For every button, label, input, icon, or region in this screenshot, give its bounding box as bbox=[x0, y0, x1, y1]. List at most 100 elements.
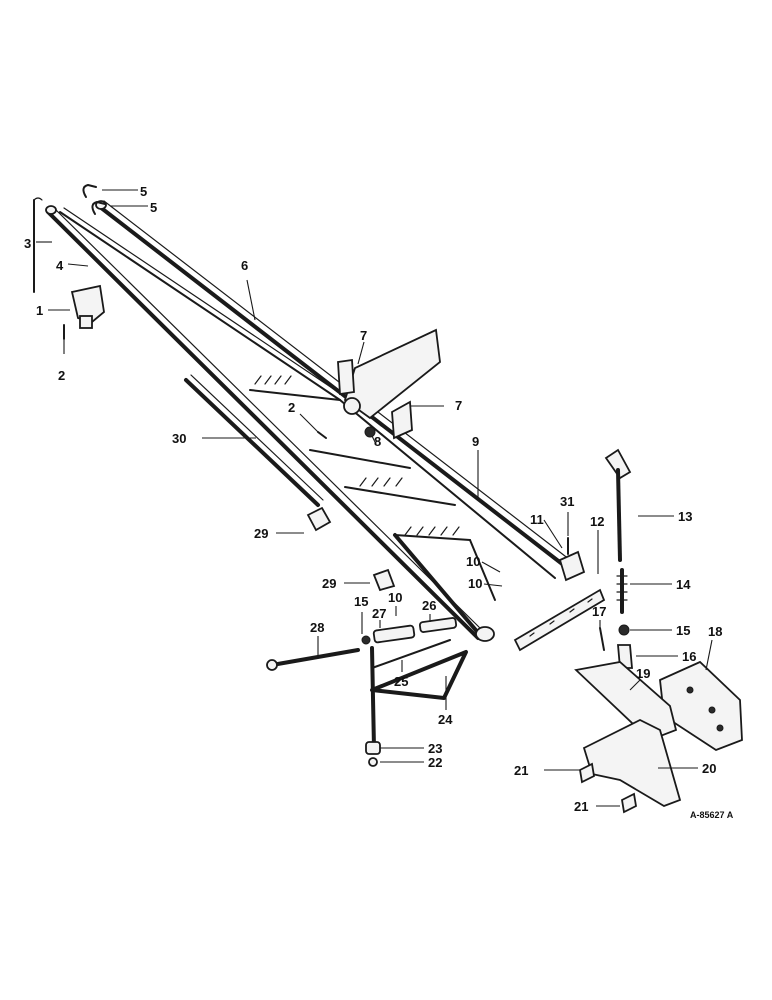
callout-5a: 5 bbox=[140, 184, 147, 199]
rear-components bbox=[513, 537, 606, 652]
clamp-29-lower bbox=[372, 568, 396, 592]
bracket-18-hole-1 bbox=[686, 686, 694, 694]
cross-member-1 bbox=[249, 389, 341, 401]
leader-7-upper bbox=[357, 341, 365, 365]
leader-19 bbox=[629, 679, 641, 691]
callout-28: 28 bbox=[310, 620, 324, 635]
stud-26 bbox=[418, 617, 458, 633]
handle-13 bbox=[604, 448, 632, 480]
plate-12-holes bbox=[529, 598, 593, 637]
bushing-23 bbox=[365, 741, 381, 755]
mounting-plate bbox=[343, 328, 441, 420]
callout-31: 31 bbox=[560, 494, 574, 509]
cross-member-hatch-2 bbox=[359, 477, 403, 487]
threaded-stud-14-threads bbox=[616, 575, 628, 601]
nut-15-left bbox=[361, 635, 371, 645]
callout-19: 19 bbox=[636, 666, 650, 681]
callout-7-upper: 7 bbox=[360, 328, 367, 343]
bracket-7-upper bbox=[337, 358, 355, 396]
callout-4: 4 bbox=[56, 258, 64, 273]
upper-tube-edge bbox=[98, 205, 572, 572]
callout-20: 20 bbox=[702, 761, 716, 776]
leader-11 bbox=[543, 519, 563, 549]
leader-2-middle bbox=[299, 413, 319, 433]
cross-member-2 bbox=[309, 449, 411, 469]
callout-10-mid: 10 bbox=[468, 576, 482, 591]
link-25 bbox=[371, 639, 451, 669]
callout-1: 1 bbox=[36, 303, 43, 318]
lower-angle-bar bbox=[46, 210, 480, 640]
nut-15-right bbox=[618, 624, 630, 636]
long-link-30-edge bbox=[190, 374, 324, 501]
bracket-1-neck bbox=[79, 315, 93, 329]
callout-17: 17 bbox=[592, 604, 606, 619]
callouts: 5 5 3 4 1 2 6 7 7 2 8 9 30 29 29 31 11 1… bbox=[24, 184, 722, 814]
leader-4 bbox=[67, 263, 89, 267]
reference-code: A-85627 A bbox=[690, 810, 734, 820]
mounting-plate-assembly bbox=[337, 328, 441, 440]
rear-pivot-boss bbox=[475, 626, 495, 642]
cross-member-3 bbox=[344, 486, 456, 506]
mount-bracket-18 bbox=[659, 660, 743, 752]
long-rod-3-hook bbox=[33, 197, 43, 201]
lever-24-shaft bbox=[370, 646, 376, 750]
callout-21-upper: 21 bbox=[514, 763, 528, 778]
rear-triangle-leg bbox=[393, 533, 482, 637]
callout-30: 30 bbox=[172, 431, 186, 446]
bolt-21-upper bbox=[579, 762, 595, 784]
callout-10-lower: 10 bbox=[388, 590, 402, 605]
lever-24 bbox=[370, 650, 468, 700]
callout-22: 22 bbox=[428, 755, 442, 770]
clamp-29-upper bbox=[306, 506, 332, 532]
callout-5b: 5 bbox=[150, 200, 157, 215]
callout-16: 16 bbox=[682, 649, 696, 664]
callout-21-lower: 21 bbox=[574, 799, 588, 814]
callout-11: 11 bbox=[530, 512, 544, 527]
diagonal-brace-edge bbox=[63, 207, 345, 397]
bracket-1 bbox=[70, 284, 105, 323]
cross-member-4 bbox=[394, 534, 471, 541]
callout-24: 24 bbox=[438, 712, 453, 727]
callout-15-left: 15 bbox=[354, 594, 368, 609]
callout-3: 3 bbox=[24, 236, 31, 251]
bolt-21-lower bbox=[621, 792, 637, 814]
plate-12 bbox=[513, 588, 606, 652]
callout-6: 6 bbox=[241, 258, 248, 273]
bolt-8 bbox=[364, 426, 376, 438]
callout-2-middle: 2 bbox=[288, 400, 295, 415]
hook-5-b bbox=[91, 201, 106, 215]
bracket-7-lower bbox=[391, 400, 413, 440]
rod-28-eye bbox=[266, 659, 278, 671]
rear-vertical-brace bbox=[469, 539, 496, 601]
lower-linkage bbox=[266, 617, 468, 767]
main-frame bbox=[45, 200, 575, 642]
callout-7-lower: 7 bbox=[455, 398, 462, 413]
callout-29-lower: 29 bbox=[322, 576, 336, 591]
washer-22 bbox=[368, 757, 378, 767]
link-and-clamps bbox=[184, 374, 396, 592]
callout-9: 9 bbox=[472, 434, 479, 449]
lower-angle-flange bbox=[53, 207, 485, 633]
hook-5-a bbox=[82, 184, 97, 198]
leader-6 bbox=[246, 279, 256, 321]
inner-rail bbox=[339, 399, 556, 579]
rod-28 bbox=[270, 648, 360, 667]
cross-member-hatch-3 bbox=[404, 526, 460, 536]
leader-lines bbox=[36, 189, 713, 807]
block-31 bbox=[558, 550, 586, 582]
pivot-hub bbox=[343, 397, 361, 415]
base-casting-20 bbox=[582, 718, 682, 807]
adjustment-assembly bbox=[574, 448, 743, 814]
callout-12: 12 bbox=[590, 514, 604, 529]
callout-26: 26 bbox=[422, 598, 436, 613]
callout-25: 25 bbox=[394, 674, 408, 689]
pin-2-middle bbox=[317, 431, 327, 439]
callout-23: 23 bbox=[428, 741, 442, 756]
callout-2-front: 2 bbox=[58, 368, 65, 383]
callout-18: 18 bbox=[708, 624, 722, 639]
bracket-18-hole-2 bbox=[708, 706, 716, 714]
callout-27: 27 bbox=[372, 606, 386, 621]
leader-8 bbox=[371, 435, 377, 445]
callout-10-upper: 10 bbox=[466, 554, 480, 569]
